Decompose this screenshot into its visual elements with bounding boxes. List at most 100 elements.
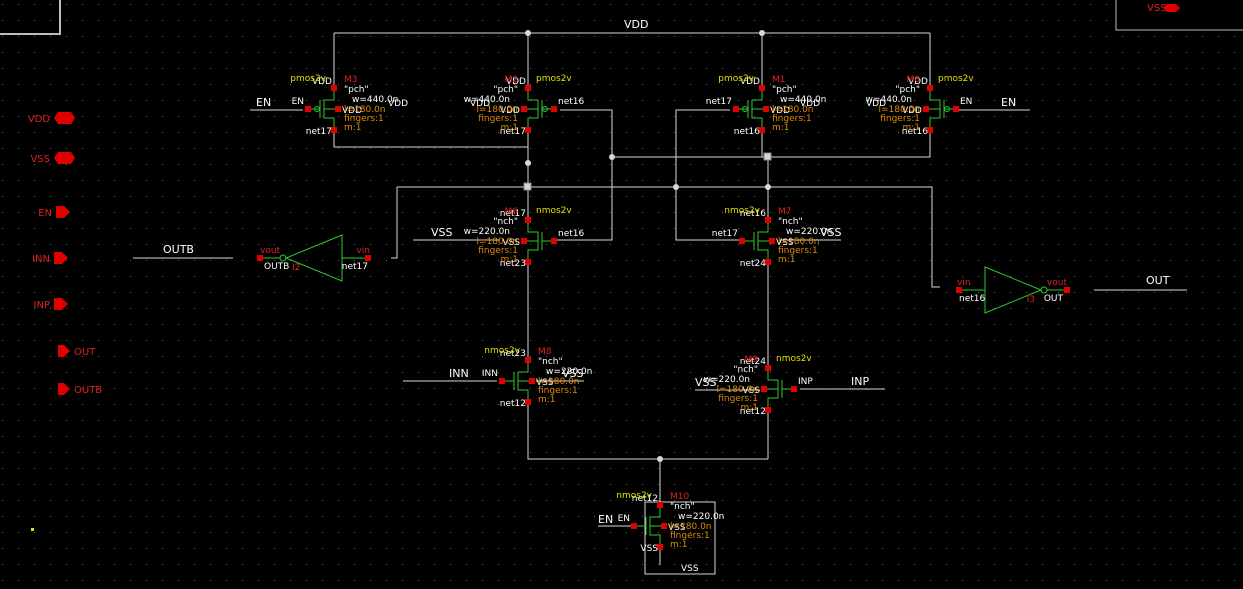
model-name: "nch" <box>733 365 758 375</box>
cell-name: pmos2v <box>290 74 326 84</box>
param-fingers: fingers:1 <box>344 114 384 124</box>
cell-name: pmos2v <box>938 74 974 84</box>
cell-name: pmos2v <box>718 74 754 84</box>
pin-bulk <box>661 523 667 529</box>
param-w: w=220.0n <box>464 227 510 237</box>
transistor-m9[interactable]: net24net12INPVSSnmos2vM9"nch"w=220.0nl=1… <box>704 354 814 417</box>
pin-label: INP <box>34 300 50 311</box>
input-pin-icon <box>54 252 68 264</box>
pin-bottom <box>331 127 337 133</box>
instance-name: M0 <box>907 75 921 85</box>
pin-net-bulk: VDD <box>500 106 520 116</box>
pmos-bubble <box>944 106 950 112</box>
transistor-m2[interactable]: VDDnet17net16VDDpmos2vM2"pch"w=440.0nl=1… <box>464 74 585 137</box>
transistor-m6[interactable]: net17net23net16VSSnmos2vM6"nch"w=220.0nl… <box>464 206 585 269</box>
pin-vss[interactable]: VSS <box>30 152 75 165</box>
pin-label: OUTB <box>74 385 102 396</box>
pin-net-top: net23 <box>500 349 526 359</box>
instance-name: M1 <box>772 75 786 85</box>
pin-net-bulk: VDD <box>342 106 362 116</box>
pin-net-bottom: net23 <box>500 259 526 269</box>
model-name: "nch" <box>538 357 563 367</box>
pin-net-bottom: net24 <box>740 259 766 269</box>
pin-bottom <box>759 127 765 133</box>
pin-bulk <box>769 238 775 244</box>
param-fingers: fingers:1 <box>718 394 758 404</box>
inout-pin-icon <box>54 152 75 164</box>
param-m: m:1 <box>778 255 796 265</box>
param-l: l=180.0n <box>778 237 820 247</box>
param-l: l=180.0n <box>716 385 758 395</box>
pin-top <box>525 85 531 91</box>
pin-outb[interactable]: OUTB <box>58 383 102 396</box>
pin-net-gate: INN <box>482 369 498 379</box>
cell-name: nmos2v <box>484 346 520 356</box>
pin-bottom <box>927 127 933 133</box>
param-w: w=220.0n <box>678 512 724 522</box>
param-m: m:1 <box>344 123 362 133</box>
net-label-inn: INN <box>449 367 469 380</box>
pin-net-bulk: VSS <box>536 378 554 388</box>
pin-gate <box>305 106 311 112</box>
pin-net-bottom: net16 <box>902 127 928 137</box>
net-name-out: OUT <box>1044 294 1064 304</box>
param-m: m:1 <box>740 403 758 413</box>
pin-top <box>525 357 531 363</box>
top-right-pin-icon[interactable] <box>1163 4 1180 12</box>
pin-net-top: net24 <box>740 357 766 367</box>
param-l: l=180.0n <box>476 237 518 247</box>
transistor-m0[interactable]: VDDnet16ENVDDpmos2vM0"pch"w=440.0nl=180.… <box>866 74 975 137</box>
pin-vout <box>1064 287 1070 293</box>
pin-net-gate: net17 <box>706 97 732 107</box>
pin-top <box>765 217 771 223</box>
cell-name: nmos2v <box>776 354 812 364</box>
pin-bulk <box>761 386 767 392</box>
model-name: "pch" <box>895 85 920 95</box>
instance-name: M3 <box>344 75 358 85</box>
pin-top <box>765 365 771 371</box>
pin-out[interactable]: OUT <box>58 345 96 358</box>
pmos-bubble <box>314 106 320 112</box>
net-label-out: OUT <box>1146 274 1170 287</box>
instance-name: M8 <box>538 347 552 357</box>
pin-name-vout: vout <box>260 246 281 256</box>
pin-net-bottom: net12 <box>500 399 526 409</box>
pin-net-bottom: net17 <box>500 127 526 137</box>
pin-label: VSS <box>30 154 50 165</box>
pin-label: EN <box>38 208 52 219</box>
pin-top <box>657 502 663 508</box>
pin-inn[interactable]: INN <box>32 252 68 265</box>
net-labels: VDD EN EN EN INN INP OUTB OUT VSS VSS VS… <box>163 18 1170 526</box>
param-w: w=220.0n <box>704 375 750 385</box>
param-w: w=440.0n <box>780 95 826 105</box>
pin-vdd[interactable]: VDD <box>28 112 75 125</box>
pin-en[interactable]: EN <box>38 206 70 219</box>
pin-gate <box>631 523 637 529</box>
pmos-bubble <box>742 106 748 112</box>
pin-net-top: net16 <box>740 209 766 219</box>
instance-name: I2 <box>292 263 300 273</box>
pin-inp[interactable]: INP <box>34 298 68 311</box>
pin-top <box>927 85 933 91</box>
pin-net-top: net12 <box>632 494 658 504</box>
instance-name: I3 <box>1027 295 1035 305</box>
param-l: l=180.0n <box>344 105 386 115</box>
param-fingers: fingers:1 <box>478 246 518 256</box>
net-label-outb: OUTB <box>163 243 194 256</box>
cell-name: nmos2v <box>724 206 760 216</box>
param-w: w=440.0n <box>866 95 912 105</box>
inout-pin-icon <box>54 112 75 124</box>
pin-net-gate: EN <box>292 97 304 107</box>
pin-net-top: net17 <box>500 209 526 219</box>
pin-net-top: VDD <box>506 77 526 87</box>
